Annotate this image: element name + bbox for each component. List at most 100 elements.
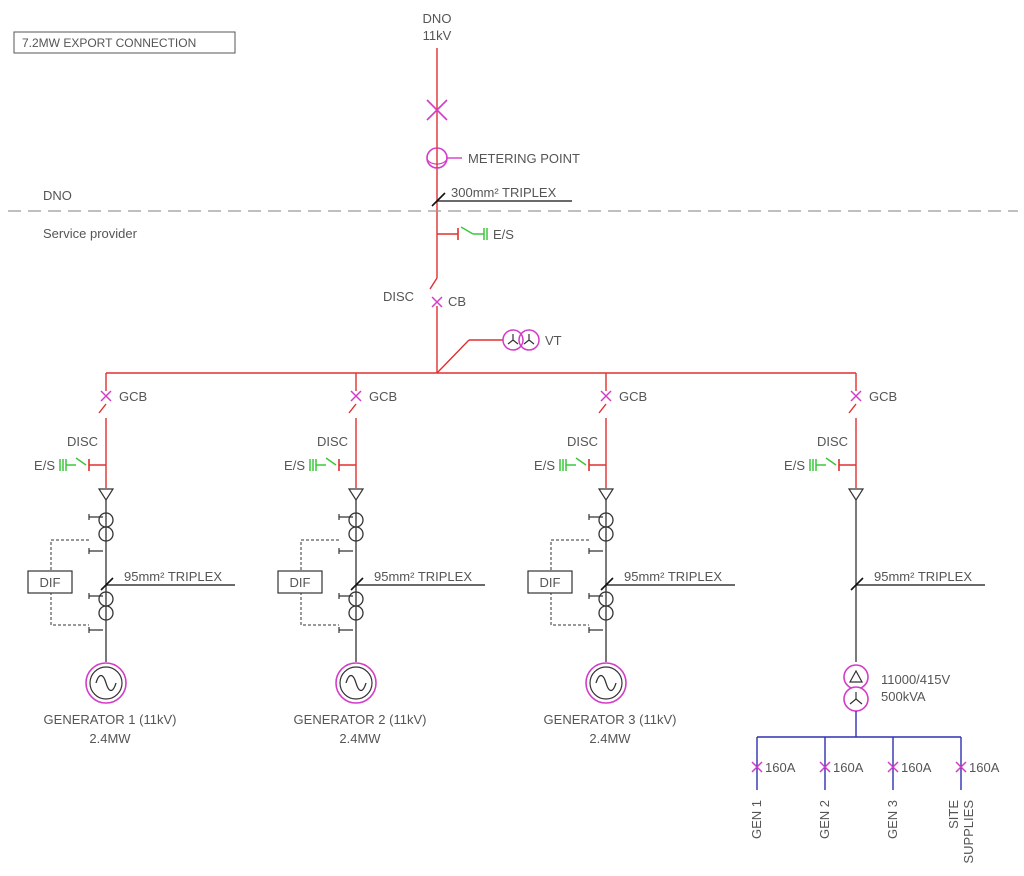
main-cb-label: CB [448,294,466,309]
generator-icon [85,662,127,704]
lv-breaker-rating: 160A [969,760,1000,775]
generator-icon [335,662,377,704]
lv-breaker-rating: 160A [765,760,796,775]
ct-coil [98,512,114,542]
gcb-label: GCB [369,389,397,404]
dif-label: DIF [540,575,561,590]
lv-breaker-icon [751,761,763,773]
gcb-label: GCB [619,389,647,404]
dif-relay-box [277,570,323,594]
lv-breaker-icon [955,761,967,773]
ct-test-bars [88,593,103,633]
vt-label: VT [545,333,562,348]
main-cable: 300mm² TRIPLEX [431,185,572,207]
disc-label: DISC [67,434,98,449]
incoming-breaker-icon [426,99,448,121]
cable-label: 95mm² TRIPLEX [124,569,222,584]
cable-mark [100,577,114,591]
lv-breaker-icon [887,761,899,773]
lv-circuit-3: 160A GEN 3 [885,737,932,839]
main-disc-label: DISC [383,289,414,304]
generator-rating: 2.4MW [589,731,631,746]
generator-icon [585,662,627,704]
cable-mark [850,577,864,591]
title-box: 7.2MW EXPORT CONNECTION [13,31,236,54]
ct-coil [598,512,614,542]
ct-coil [98,591,114,621]
ct-test-bars [338,593,353,633]
ct-test-bars [88,514,103,554]
cable-mark [350,577,364,591]
current-transformer-icon [588,591,614,633]
dif-label: DIF [40,575,61,590]
cable-label: 95mm² TRIPLEX [874,569,972,584]
ct-coil [598,591,614,621]
gcb-label: GCB [119,389,147,404]
earth-switch-icon [809,457,837,471]
disconnector-icon [848,403,857,414]
current-transformer-icon [338,591,364,633]
main-disconnector-icon [429,277,438,290]
main-es-label: E/S [493,227,514,242]
transformer-rating: 500kVA [881,689,926,704]
lv-circuit-1: 160A GEN 1 [749,737,796,839]
lv-circuit-name-2: SUPPLIES [961,800,976,864]
transformer-ratio: 11000/415V [881,672,950,687]
gcb-icon [350,390,362,402]
generator-rating: 2.4MW [89,731,131,746]
generator-name: GENERATOR 2 (11kV) [294,712,427,727]
generator-rating: 2.4MW [339,731,381,746]
cable-termination-icon [847,488,865,502]
main-cable-label: 300mm² TRIPLEX [451,185,557,200]
gcb-label: GCB [869,389,897,404]
lv-circuit-name: GEN 1 [749,800,764,839]
earth-switch-icon [559,457,587,471]
metering-ct-icon [426,147,462,169]
lv-breaker-icon [819,761,831,773]
main-earth-switch: E/S [437,226,514,242]
ct-coil [348,591,364,621]
disconnector-icon [98,403,107,414]
lv-circuit-name: GEN 3 [885,800,900,839]
es-label: E/S [34,458,55,473]
source-label: DNO [423,11,452,26]
cable-label: 95mm² TRIPLEX [374,569,472,584]
feeder-4: GCB DISC E/S 95mm² TRIPLEX [784,373,985,662]
vt-icon [436,329,540,374]
ct-test-bars [588,593,603,633]
lv-circuit-2: 160A GEN 2 [817,737,864,839]
source-voltage: 11kV [423,28,452,43]
es-label: E/S [534,458,555,473]
disc-label: DISC [817,434,848,449]
es-label: E/S [784,458,805,473]
cable-label: 95mm² TRIPLEX [624,569,722,584]
disc-label: DISC [567,434,598,449]
current-transformer-icon [88,512,114,554]
current-transformer-icon [88,591,114,633]
earth-switch-icon [309,457,337,471]
cable-mark [600,577,614,591]
dif-relay-box [27,570,73,594]
lv-breaker-rating: 160A [833,760,864,775]
dif-label: DIF [290,575,311,590]
lv-circuit-name: GEN 2 [817,800,832,839]
current-transformer-icon [338,512,364,554]
ct-test-bars [338,514,353,554]
lv-breaker-rating: 160A [901,760,932,775]
ct-coil [348,512,364,542]
gcb-icon [100,390,112,402]
metering-label: METERING POINT [468,151,580,166]
disconnector-icon [598,403,607,414]
earth-switch-icon [59,457,87,471]
cable-termination-icon [97,488,115,502]
cable-termination-icon [347,488,365,502]
zone-service-label: Service provider [43,226,138,241]
current-transformer-icon [588,512,614,554]
title-text: 7.2MW EXPORT CONNECTION [22,36,196,50]
zone-dno-label: DNO [43,188,72,203]
